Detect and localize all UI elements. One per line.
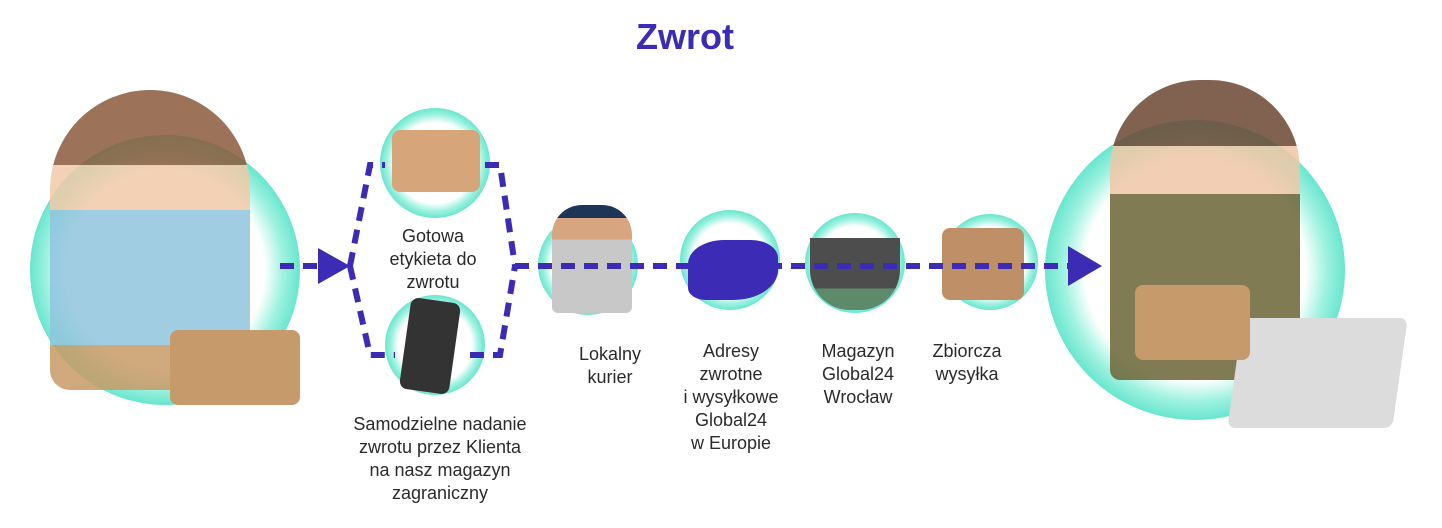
consolidated-text: Zbiorcza wysyłka <box>932 341 1002 384</box>
europe-map-icon <box>688 240 778 300</box>
courier-photo <box>552 205 632 313</box>
flow-line-upper-merge <box>485 162 518 267</box>
warehouse-text: Magazyn Global24 Wrocław <box>821 341 895 407</box>
self-send-text: Samodzielne nadanie zwrotu przez Klienta… <box>353 414 527 503</box>
diagram-title: Zwrot <box>636 16 734 57</box>
arrow-head-left <box>318 248 350 284</box>
flow-line-lower-merge <box>470 265 518 358</box>
warehouse-photo <box>810 238 900 310</box>
ready-label-text: Gotowa etykieta do zwrotu <box>389 226 477 292</box>
flow-line-lower-branch <box>347 265 395 358</box>
addresses-text: Adresy zwrotne i wysyłkowe Global24 w Eu… <box>683 341 779 453</box>
labeled-box-icon <box>392 130 480 192</box>
return-box-image <box>170 330 300 405</box>
flow-line-upper-branch <box>347 162 385 267</box>
parcel-image <box>1135 285 1250 360</box>
arrow-head-right <box>1068 246 1102 286</box>
local-courier-text: Lokalny kurier <box>578 344 642 387</box>
